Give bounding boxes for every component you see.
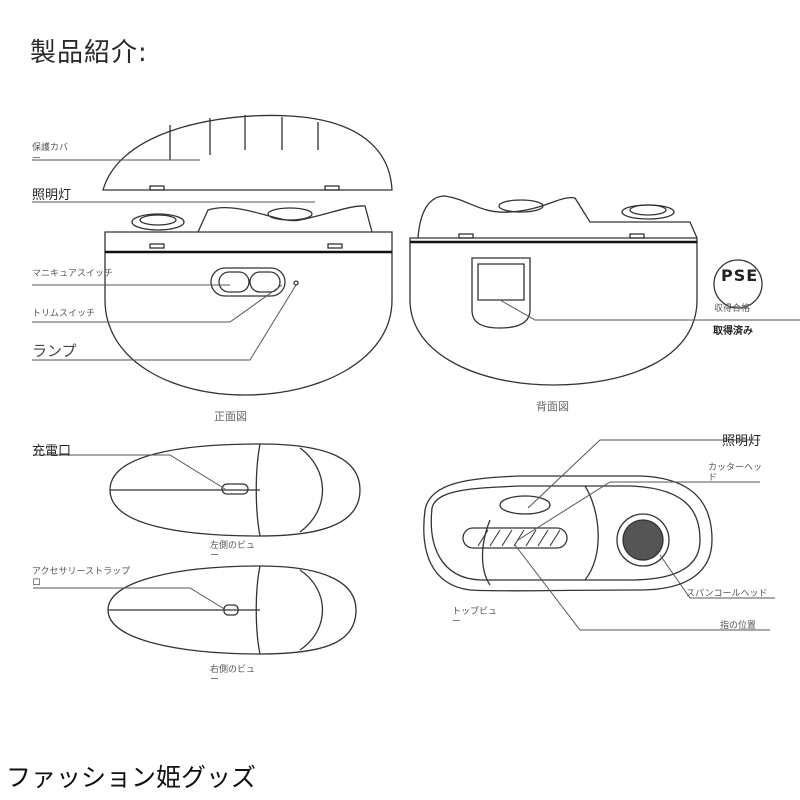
pse-mark: PSE (721, 266, 759, 285)
cutter-head (462, 527, 568, 549)
front-switch (210, 267, 286, 297)
spangle-head-label: スパンコールヘッド (686, 589, 768, 599)
front-view-body (104, 231, 393, 396)
strap-port-label: アクセサリーストラップ (32, 567, 131, 577)
back-view-caption: 背面図 (536, 400, 569, 413)
right-side-view (107, 565, 357, 655)
cover-label-cont: ー (32, 154, 42, 164)
spangle-head (616, 513, 670, 567)
back-view-body (409, 237, 698, 386)
cover-label: 保護カバ (32, 143, 69, 153)
charge-port-label: 充電口 (32, 444, 72, 459)
cutter-head-label-cont: ド (708, 473, 718, 483)
top-view-body (423, 475, 713, 592)
page-title: 製品紹介: (30, 38, 148, 68)
light-label: 照明灯 (32, 188, 72, 203)
right-view-caption: 右側のビュ (210, 665, 256, 675)
protective-cover (102, 114, 393, 191)
left-view-caption: 左側のビュ (210, 541, 256, 551)
trim-switch-label: トリムスイッチ (32, 309, 96, 319)
pse-cert-text: 取得済み (713, 326, 753, 337)
lamp-label: ランプ (32, 342, 77, 360)
footer-brand: ファッション姫グッズ (6, 763, 257, 792)
cutter-head-label: カッターヘッ (708, 463, 763, 473)
light-top-label: 照明灯 (722, 434, 762, 449)
top-view-caption: トップビュ (452, 607, 498, 617)
manicure-switch-label: マニキュアスイッチ (32, 269, 113, 279)
top-view-caption-cont: ー (452, 617, 462, 627)
front-view-caption: 正面図 (214, 410, 247, 423)
finger-position-label: 指の位置 (720, 621, 757, 631)
pse-small-text: 収得合格 (714, 304, 751, 314)
strap-port-label-cont: ロ (32, 578, 42, 588)
left-view-caption-cont: ー (210, 551, 220, 561)
right-view-caption-cont: ー (210, 675, 220, 685)
left-side-view (109, 443, 361, 537)
pse-circle (713, 259, 763, 309)
